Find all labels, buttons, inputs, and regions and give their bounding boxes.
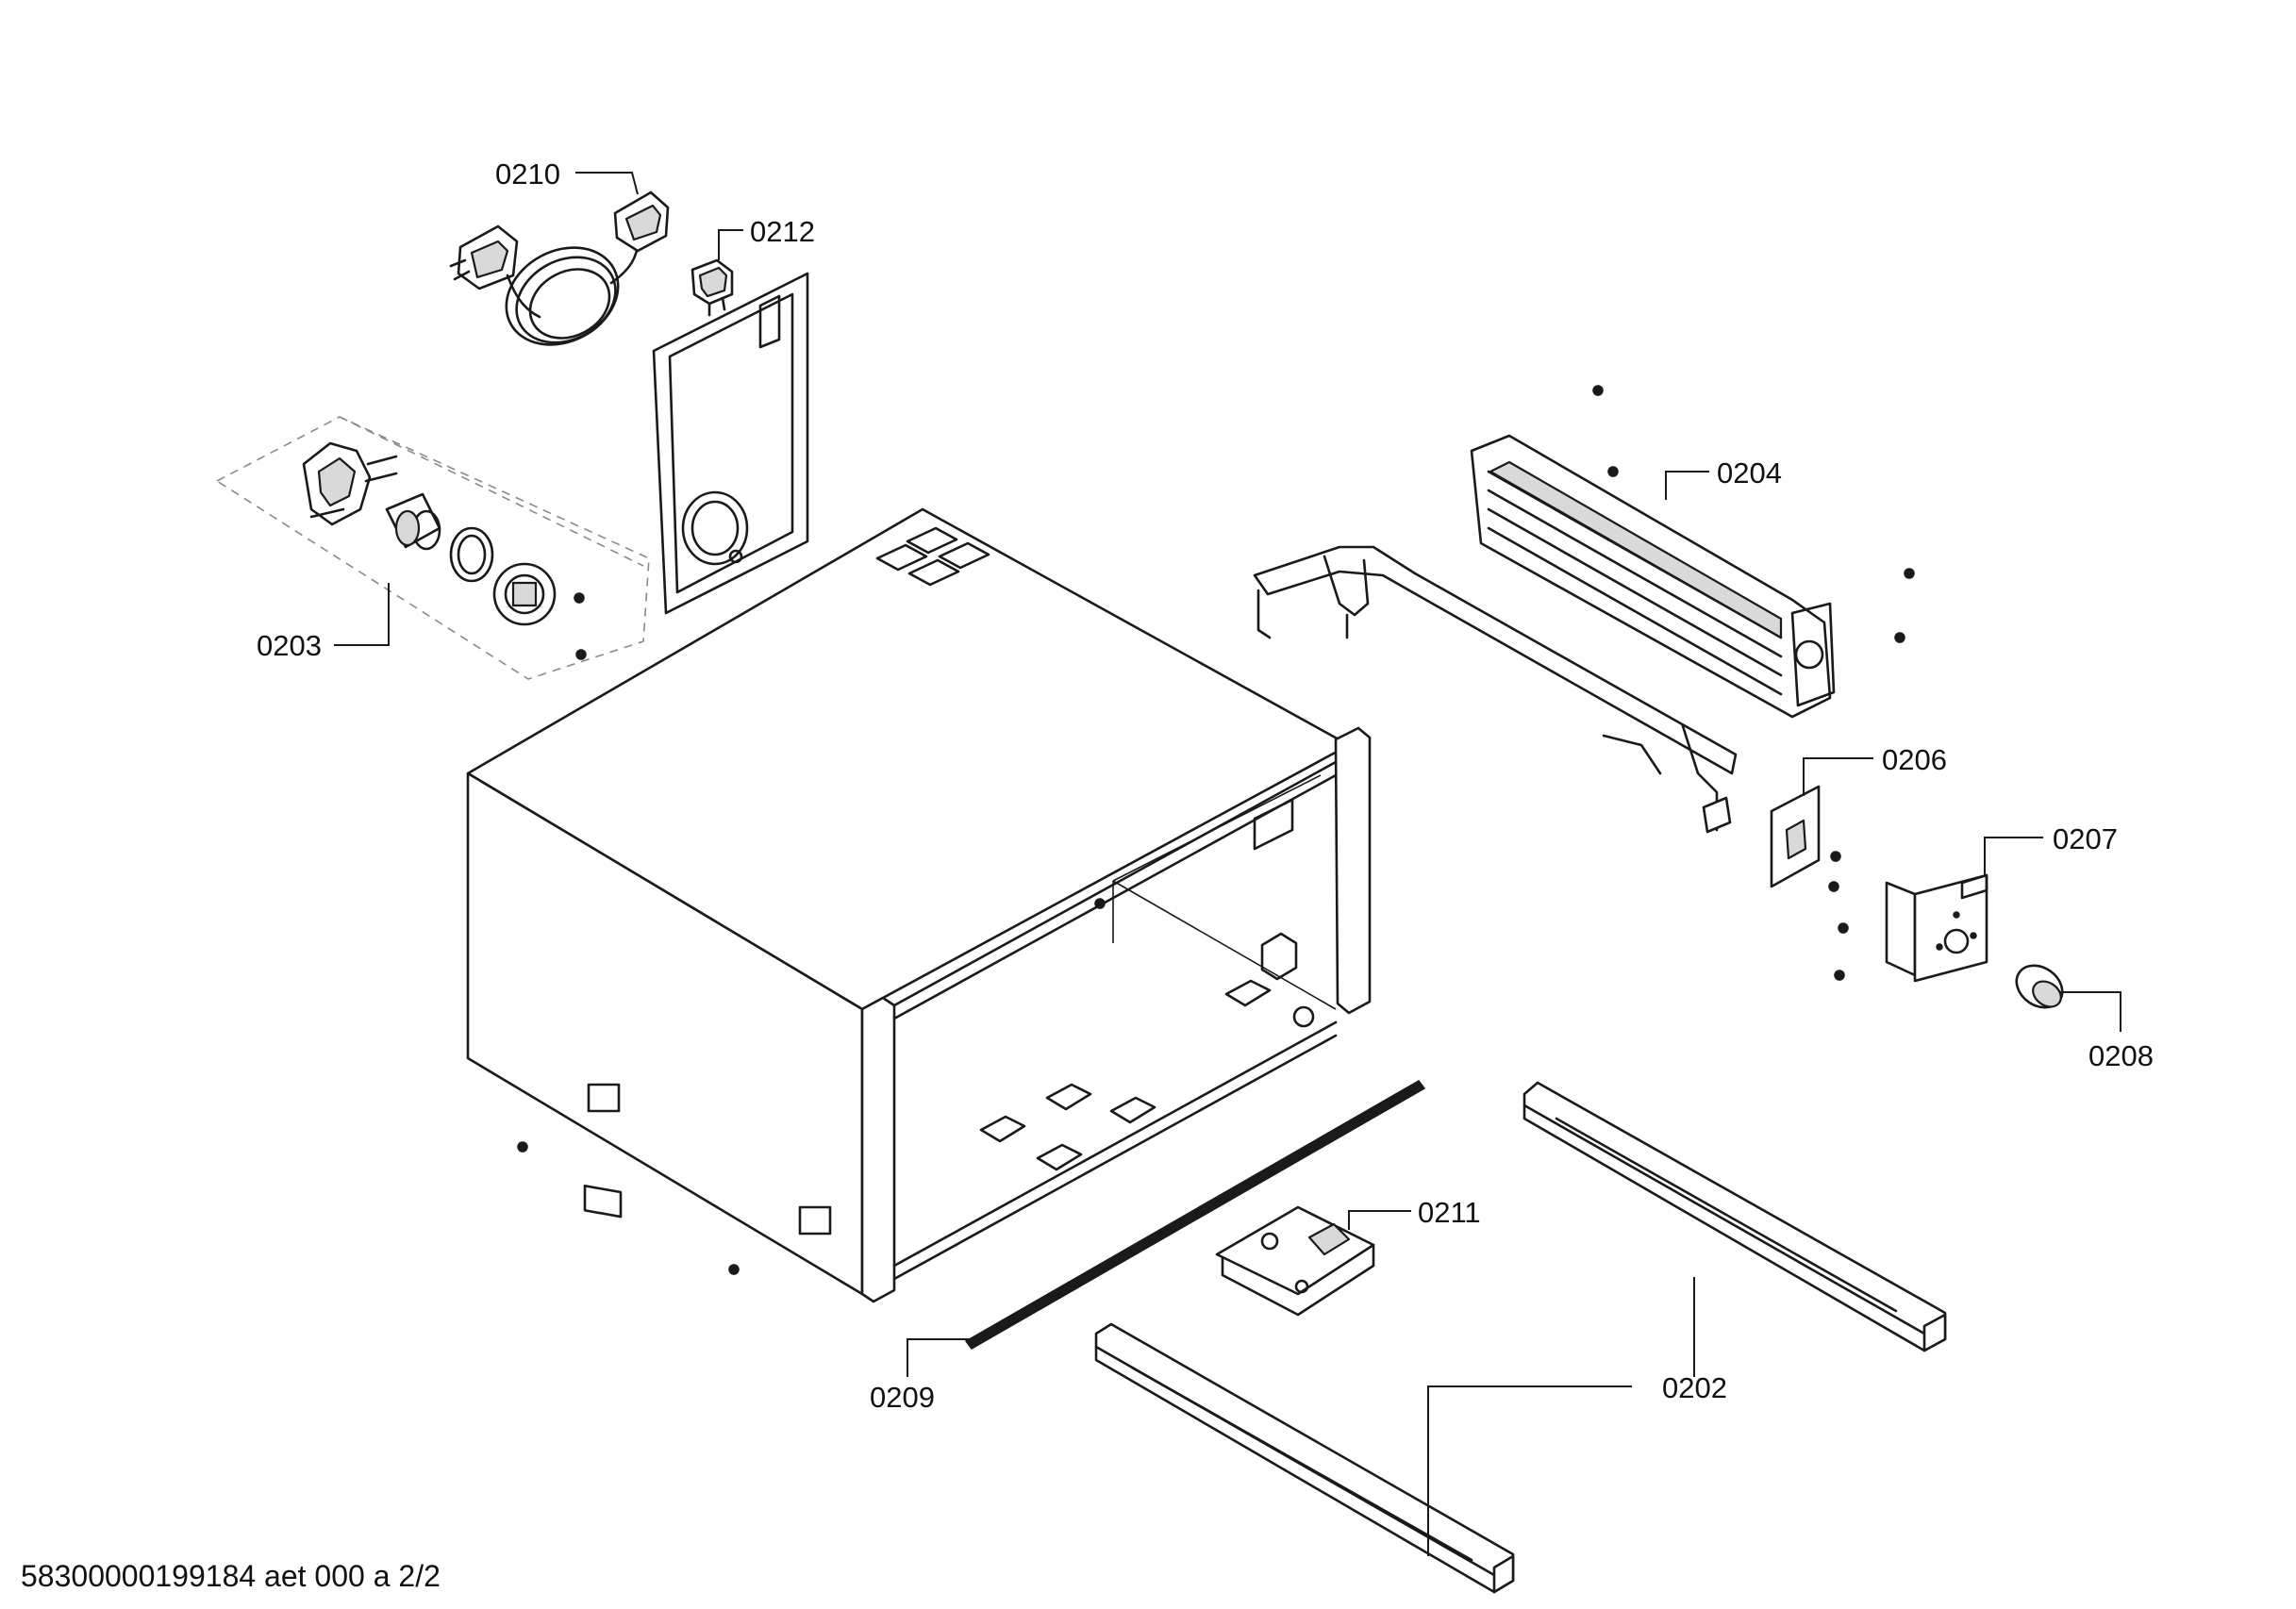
callout-0208: 0208 xyxy=(2060,991,2154,1072)
callout-0204: 0204 xyxy=(1665,456,1782,500)
part-wiring-harness xyxy=(1253,545,1738,834)
part-rail-left xyxy=(1094,1322,1515,1594)
callout-label-0206: 0206 xyxy=(1882,743,1947,776)
part-power-cord xyxy=(449,191,670,346)
part-switch-plate xyxy=(1770,785,1849,981)
part-lamp-assembly xyxy=(216,416,650,680)
callout-label-0203: 0203 xyxy=(257,629,322,662)
part-rail-right xyxy=(1522,1081,1947,1352)
part-rear-cover xyxy=(652,272,809,615)
callout-0209: 0209 xyxy=(870,1338,972,1414)
callout-0212: 0212 xyxy=(718,215,815,260)
callout-label-0210: 0210 xyxy=(495,158,560,191)
callout-0203: 0203 xyxy=(257,583,390,662)
callout-label-0212: 0212 xyxy=(750,215,815,248)
callout-label-0204: 0204 xyxy=(1717,456,1782,489)
part-fan-assembly xyxy=(1470,385,1915,719)
part-main-housing xyxy=(466,507,1372,1303)
part-bracket-clip xyxy=(1215,1205,1375,1317)
callout-label-0202: 0202 xyxy=(1662,1371,1727,1404)
callout-label-0207: 0207 xyxy=(2053,822,2118,855)
callout-label-0208: 0208 xyxy=(2088,1039,2154,1072)
callout-0202: 0202 xyxy=(1427,1277,1727,1556)
part-knob xyxy=(2015,964,2064,1009)
callout-0206: 0206 xyxy=(1803,743,1947,796)
callout-0207: 0207 xyxy=(1984,822,2118,875)
document-id: 58300000199184 aet 000 a 2/2 xyxy=(21,1559,441,1593)
part-small-connector xyxy=(690,258,734,317)
part-bracket xyxy=(1885,873,1988,983)
callout-label-0211: 0211 xyxy=(1418,1196,1481,1229)
callout-0210: 0210 xyxy=(495,158,639,195)
part-seal-strip xyxy=(964,1080,1426,1350)
callout-0211: 0211 xyxy=(1348,1196,1481,1230)
callout-label-0209: 0209 xyxy=(870,1381,935,1414)
